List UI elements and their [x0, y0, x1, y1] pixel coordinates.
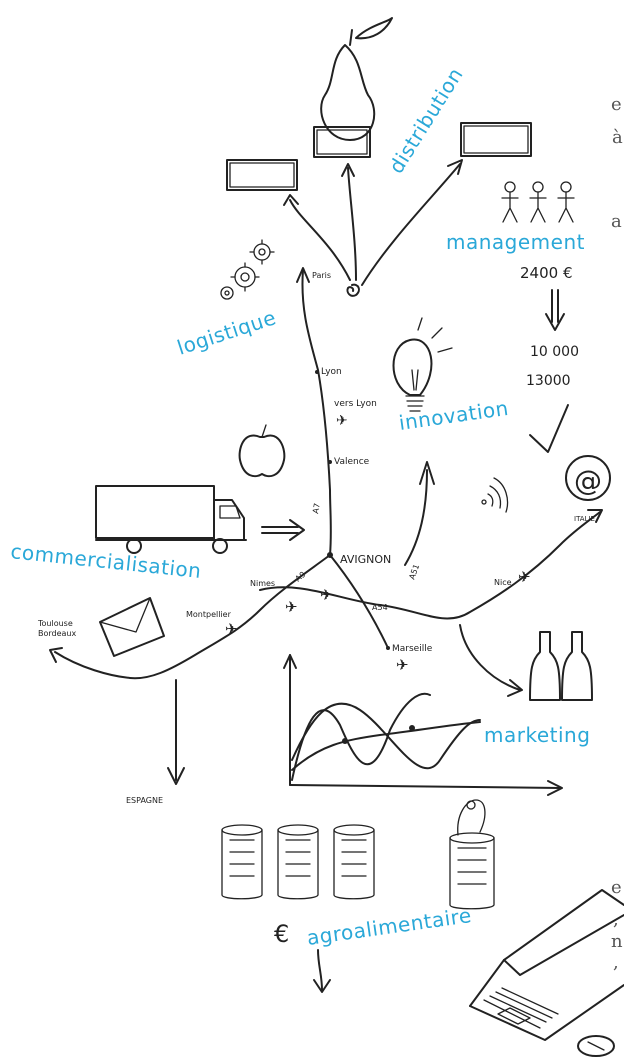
cutoff-letter: à: [612, 127, 623, 148]
apple-icon: [238, 424, 286, 478]
seed-icon: [346, 283, 360, 297]
marketing-label: marketing: [484, 723, 590, 747]
envelope-icon: [99, 597, 165, 657]
plane-icon: ✈: [396, 656, 409, 674]
cutoff-letter: e: [611, 94, 622, 115]
box-icon: [226, 159, 298, 191]
road-a54: [259, 511, 601, 620]
down-arrow-icon: [317, 949, 323, 991]
marketing-arrow: [459, 624, 521, 691]
box-icon: [460, 122, 532, 157]
stick-figures-icon: [501, 181, 575, 223]
bottles-icon: [529, 631, 593, 701]
wifi-icon: [481, 477, 509, 513]
innovation-label: innovation: [397, 396, 510, 435]
road-marseille: [329, 554, 389, 649]
city-toulouse: Toulouse: [37, 619, 73, 628]
plane-icon: ✈: [320, 586, 333, 604]
cutoff-letter: ,: [613, 952, 619, 973]
city-espagne: ESPAGNE: [126, 796, 163, 805]
road-a7: [301, 269, 332, 556]
double-arrow-icon: [261, 519, 305, 541]
city-bordeaux: Bordeaux: [38, 629, 77, 638]
plane-icon: ✈: [225, 620, 238, 638]
chart-icon: [283, 654, 563, 796]
plane-icon: ✈: [518, 568, 531, 586]
road-west: [54, 554, 331, 680]
checkmark-icon: [529, 404, 569, 453]
mouse-icon: [577, 1035, 615, 1057]
pear-icon: [320, 17, 393, 141]
lightbulb-icon: [392, 317, 453, 412]
management-label: management: [446, 230, 585, 254]
road-a51-label: A51: [407, 563, 421, 581]
agroalimentaire-label: agroalimentaire: [305, 903, 473, 950]
at-circle: [565, 455, 611, 501]
truck-icon: [95, 485, 247, 554]
number-10000: 10 000: [530, 344, 579, 360]
city-paris: Paris: [312, 271, 331, 280]
number-13000: 13000: [526, 373, 571, 389]
distribution-arrows: [283, 159, 463, 286]
innovation-arrow: [404, 469, 428, 566]
arrow-head: [296, 267, 310, 283]
box-icon: [313, 126, 371, 158]
road-a7-label: A7: [311, 502, 322, 514]
gears-icon: [220, 239, 275, 300]
city-marseille: Marseille: [392, 644, 433, 654]
commercialisation-label: commercialisation: [9, 539, 202, 583]
city-nimes: Nimes: [250, 579, 275, 588]
city-nice: Nice: [494, 578, 512, 587]
road-a54-label: A54: [372, 603, 388, 612]
laptop-icon: [469, 889, 624, 1041]
distribution-label: distribution: [384, 63, 468, 177]
down-arrow-icon: [545, 289, 565, 331]
plane-icon: ✈: [285, 598, 298, 616]
cutoff-letter: a: [611, 211, 622, 232]
city-italie: ITALIE: [574, 515, 595, 523]
city-valence: Valence: [334, 457, 370, 467]
at-icon: @: [574, 464, 602, 497]
cans-icon: [221, 824, 375, 900]
euro-icon: €: [274, 920, 289, 948]
cutoff-letter: e: [611, 877, 622, 898]
city-vers-lyon: vers Lyon: [334, 399, 377, 409]
open-can-icon: [449, 799, 495, 910]
city-montpellier: Montpellier: [186, 610, 232, 619]
cutoff-letter: n: [611, 931, 623, 952]
city-avignon: AVIGNON: [340, 553, 391, 566]
logistique-label: logistique: [174, 305, 279, 360]
number-2400: 2400 €: [520, 264, 573, 282]
city-lyon: Lyon: [321, 367, 342, 377]
plane-icon: ✈: [336, 413, 348, 429]
